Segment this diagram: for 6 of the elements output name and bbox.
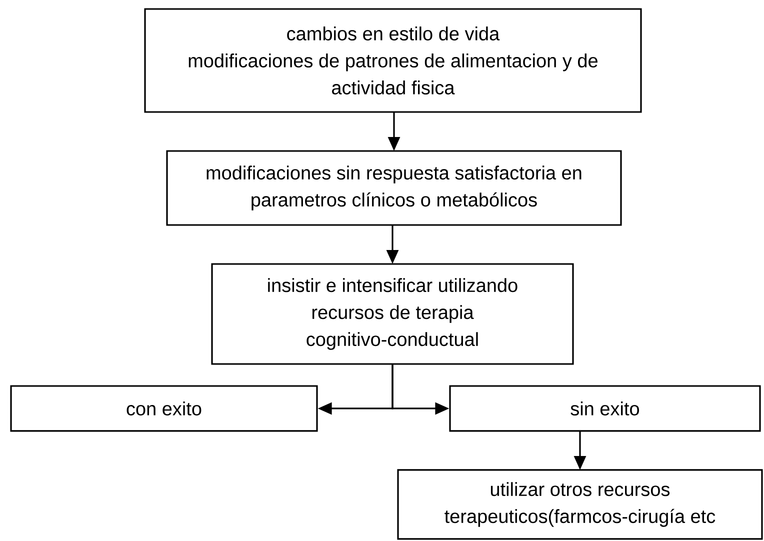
- process-box: sin exito: [449, 385, 761, 432]
- process-box: utilizar otros recursos terapeuticos(farmcos-cirugía etc: [397, 469, 763, 540]
- process-box: insistir e intensificar utilizando recursos de terapia cognitivo-conductual: [211, 263, 574, 365]
- process-box: modificaciones sin respuesta satisfactoria en parametros clínicos o metabólicos: [166, 150, 622, 226]
- process-box: cambios en estilo de vida modificaciones de patrones de alimentacion y de actividad fisica: [144, 8, 642, 113]
- process-box: con exito: [10, 385, 318, 432]
